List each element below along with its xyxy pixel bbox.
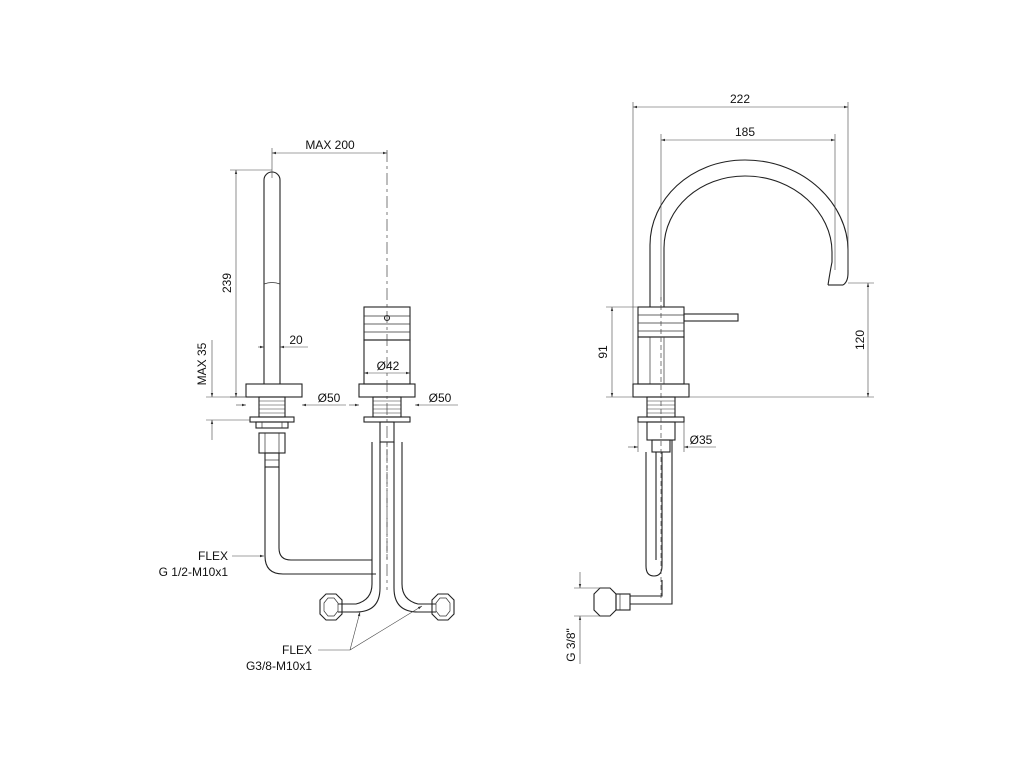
spout-connector-nut bbox=[258, 432, 286, 468]
dim-label: 239 bbox=[220, 273, 234, 293]
dim-91: 91 bbox=[596, 306, 638, 398]
dim-label: 222 bbox=[730, 92, 750, 106]
dim-label: MAX 200 bbox=[305, 138, 355, 152]
dim-max-35: MAX 35 bbox=[195, 340, 250, 440]
side-hoses bbox=[630, 297, 673, 605]
dim-20: 20 bbox=[258, 333, 308, 349]
gooseneck-spout bbox=[649, 159, 849, 307]
callout-spec: G3/8-M10x1 bbox=[246, 659, 312, 673]
dim-diameter-50-right: Ø50 bbox=[349, 391, 458, 407]
spout-base-plate bbox=[245, 383, 303, 398]
dim-222: 222 bbox=[632, 92, 849, 384]
dim-label: Ø35 bbox=[690, 433, 713, 447]
flex-hose-spout bbox=[264, 467, 376, 575]
dim-120: 120 bbox=[689, 282, 874, 398]
dim-label: Ø42 bbox=[377, 359, 400, 373]
hex-nut-left bbox=[319, 593, 343, 621]
dim-label: G 3/8" bbox=[564, 628, 578, 662]
front-view: MAX 200 239 MAX 35 20 Ø42 bbox=[159, 138, 458, 673]
callout-title: FLEX bbox=[198, 549, 228, 563]
dim-max-200: MAX 200 bbox=[271, 138, 387, 178]
dim-label: 185 bbox=[735, 125, 755, 139]
dim-185: 185 bbox=[660, 125, 836, 300]
side-connector-nut bbox=[593, 587, 631, 617]
spout-thread bbox=[249, 396, 295, 429]
spout bbox=[263, 171, 281, 384]
dim-label: Ø50 bbox=[318, 391, 341, 405]
callout-flex-mixer: FLEX G3/8-M10x1 bbox=[246, 605, 423, 673]
flex-hoses-mixer bbox=[338, 442, 436, 613]
dim-label: 91 bbox=[596, 345, 610, 359]
side-view: 222 185 91 120 Ø35 bbox=[564, 92, 874, 664]
dim-diameter-50-left: Ø50 bbox=[236, 391, 346, 407]
dim-label: 20 bbox=[289, 333, 303, 347]
callout-title: FLEX bbox=[282, 643, 312, 657]
dim-diameter-35: Ø35 bbox=[628, 422, 716, 452]
dim-diameter-42: Ø42 bbox=[364, 359, 410, 375]
callout-spec: G 1/2-M10x1 bbox=[159, 565, 229, 579]
dim-label: Ø50 bbox=[429, 391, 452, 405]
dim-label: 120 bbox=[853, 330, 867, 350]
hex-nut-right bbox=[431, 593, 455, 621]
dim-g-3-8: G 3/8" bbox=[564, 572, 600, 664]
lever-handle[interactable] bbox=[683, 313, 739, 322]
callout-flex-spout: FLEX G 1/2-M10x1 bbox=[159, 549, 264, 579]
dim-label: MAX 35 bbox=[195, 342, 209, 385]
